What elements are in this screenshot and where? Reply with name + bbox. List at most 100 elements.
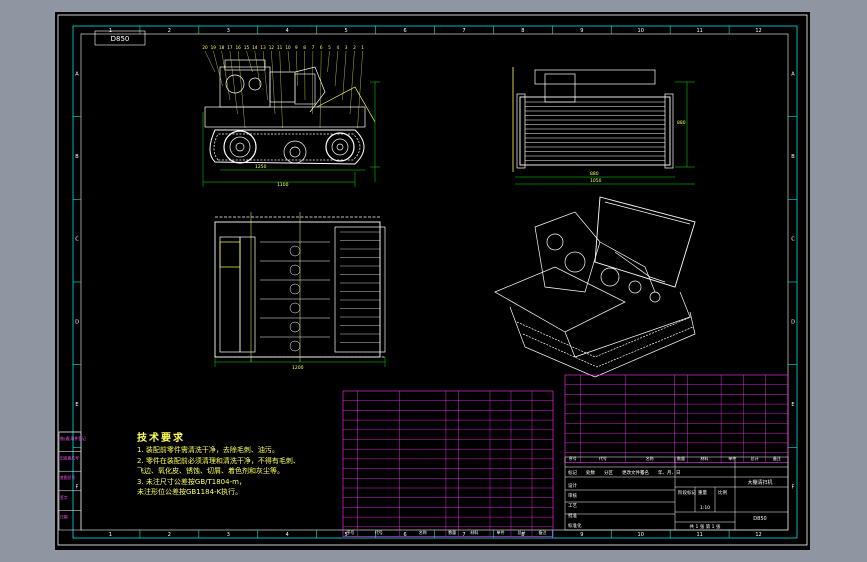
title-drawing-no: D850: [753, 516, 766, 522]
leader-line: [262, 50, 268, 101]
zone-number: 3: [227, 532, 230, 538]
title-block-role: 批准: [568, 512, 577, 519]
dim-right-total: 1050: [590, 178, 602, 184]
zone-number: 5: [345, 28, 348, 34]
leader-line: [221, 50, 231, 101]
balloon-number: 3: [345, 45, 348, 50]
zone-number: 2: [168, 532, 171, 538]
title-block-stage: 重量: [698, 489, 707, 496]
leader-line: [246, 50, 253, 73]
title-block-label: 年、月、日: [658, 469, 681, 476]
leader-line: [204, 50, 216, 73]
zone-number: 9: [580, 532, 583, 538]
zone-number: 12: [755, 28, 761, 34]
title-block-stage: 阶段标记: [678, 489, 696, 496]
dim-right-width: 880: [590, 171, 599, 177]
title-block-stage: 比例: [718, 489, 727, 496]
top-view: [214, 212, 386, 367]
bom-header-cell: 序号: [569, 455, 577, 461]
zone-letter: C: [791, 237, 795, 243]
technical-requirements: 技术要求 1. 装配前零件需清洗干净，去除毛刺、油污。 2. 零件在装配前必须清…: [137, 432, 397, 498]
balloon-number: 15: [244, 45, 250, 50]
front-view: [202, 59, 380, 187]
title-sheet: 共 1 张 第 1 张: [690, 523, 721, 530]
title-block-role: 审核: [568, 492, 577, 499]
balloon-number: 8: [303, 45, 306, 50]
code-box-text: D850: [111, 35, 130, 43]
balloon-number: 12: [269, 45, 275, 50]
bom-header-cell: 单件: [497, 529, 505, 535]
zone-number: 1: [109, 532, 112, 538]
zone-number: 6: [403, 28, 406, 34]
zone-letter: A: [75, 71, 79, 77]
bom-header-cell: 名称: [419, 529, 427, 535]
tech-note-line: 未注形位公差按GB1184-K执行。: [137, 488, 243, 496]
side-stamp-label: 旧底图总号: [60, 456, 79, 461]
zone-number: 10: [638, 28, 644, 34]
zone-number: 8: [521, 532, 524, 538]
leader-line: [319, 50, 322, 129]
balloon-number: 20: [202, 45, 208, 50]
zone-number: 10: [638, 532, 644, 538]
balloon-number: 4: [336, 45, 339, 50]
zone-letter: E: [791, 402, 794, 408]
isometric-view: [494, 196, 696, 378]
title-block: [564, 456, 789, 531]
leader-line: [349, 50, 355, 115]
title-block-role: 标准化: [568, 522, 582, 529]
zone-letter: B: [791, 154, 795, 160]
title-block-role: 工艺: [568, 503, 577, 509]
bom-left-table: 序号代号名称数量材料单件总计备注: [342, 390, 554, 537]
leader-line: [213, 50, 223, 87]
leader-line: [238, 50, 246, 129]
bom-header-cell: 材料: [700, 455, 708, 461]
zone-number: 11: [696, 28, 702, 34]
zone-letter: F: [792, 485, 795, 491]
leader-line: [254, 50, 261, 87]
dim-right-height: 880: [677, 120, 686, 126]
balloon-number: 11: [277, 45, 283, 50]
bom-header-cell: 代号: [599, 455, 607, 461]
title-block-label: 签名: [640, 469, 649, 476]
zone-letter: D: [75, 319, 79, 325]
leader-line: [327, 50, 330, 73]
zone-number: 7: [462, 532, 465, 538]
bom-header-cell: 材料: [470, 529, 478, 535]
bom-header-cell: 代号: [375, 529, 383, 535]
leader-line: [271, 50, 276, 115]
title-block-label: 分区: [604, 469, 613, 476]
zone-letter: C: [75, 237, 79, 243]
title-block-label: 标记: [568, 469, 577, 476]
title-block-role: 设计: [568, 482, 577, 489]
zone-letter: E: [75, 402, 78, 408]
zone-number: 12: [755, 532, 761, 538]
dim-top-width: 1200: [292, 365, 304, 371]
zone-number: 9: [580, 28, 583, 34]
bom-header-cell: 总计: [751, 455, 759, 461]
bom-header-cell: 备注: [539, 529, 547, 535]
leader-line: [296, 50, 298, 87]
balloon-number: 5: [328, 45, 331, 50]
tech-notes-title: 技术要求: [137, 433, 185, 444]
leader-line: [229, 50, 238, 115]
zone-letter: B: [75, 154, 79, 160]
bom-header-cell: 数量: [448, 529, 456, 535]
bom-header-cell: 名称: [646, 455, 654, 461]
dim-front-track: 1250: [255, 164, 267, 170]
zone-number: 2: [168, 28, 171, 34]
bom-header-cell: 单件: [728, 455, 736, 461]
bom-right-table: 序号代号名称数量材料单件总计备注: [564, 374, 789, 463]
side-stamp-label: 签字: [60, 495, 68, 500]
zone-number: 8: [521, 28, 524, 34]
side-view: [512, 67, 695, 185]
tech-note-line: 2. 零件在装配前必须清理和清洗干净，不得有毛刺、: [137, 456, 300, 465]
zone-number: 6: [403, 532, 406, 538]
side-stamp-label: 借(通)用件登记: [60, 436, 86, 441]
zone-letter: A: [791, 71, 795, 77]
code-box: [94, 30, 146, 46]
balloon-number: 10: [285, 45, 291, 50]
